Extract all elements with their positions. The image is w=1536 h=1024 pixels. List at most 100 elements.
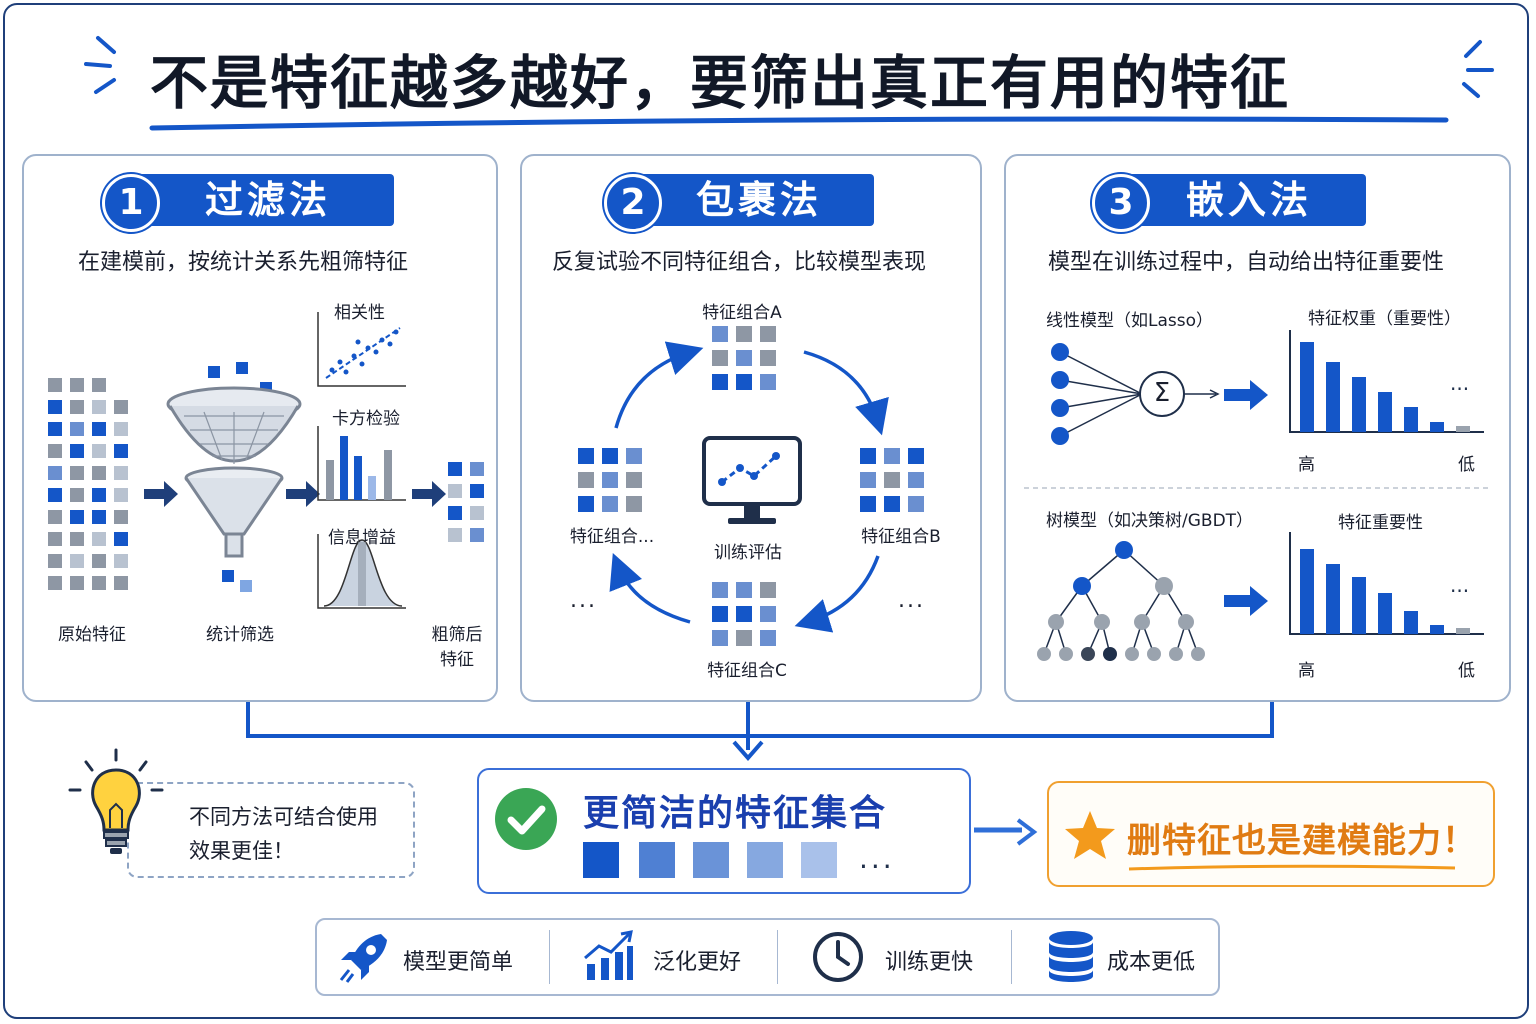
scatter-mini-chart — [317, 312, 406, 387]
high-label: 高 — [1298, 455, 1315, 475]
feature-square — [602, 448, 618, 464]
feature-square — [712, 606, 728, 622]
feature-square — [760, 350, 776, 366]
feature-square — [92, 466, 106, 480]
feature-square — [70, 554, 84, 568]
stat-correlation-label: 相关性 — [334, 303, 385, 323]
feature-square — [470, 462, 484, 476]
clock-icon — [813, 932, 863, 982]
feature-square — [908, 496, 924, 512]
outer-frame — [3, 3, 1529, 1019]
benefits-bar: 模型更简单 泛化更好 训练更快 成本更低 — [315, 918, 1220, 996]
feature-square — [470, 506, 484, 520]
benefit-simpler: 模型更简单 — [337, 920, 547, 994]
feature-square — [736, 374, 752, 390]
separator — [1011, 930, 1012, 984]
feature-square — [736, 606, 752, 622]
tip-line1: 不同方法可结合使用 — [189, 805, 378, 829]
feature-square — [70, 488, 84, 502]
result-title: 更简洁的特征集合 — [583, 793, 888, 834]
feature-square — [908, 448, 924, 464]
arrow-icon — [1224, 380, 1268, 410]
benefit-generalization: 泛化更好 — [581, 920, 771, 994]
feature-square — [92, 510, 106, 524]
feature-square — [760, 582, 776, 598]
feature-square — [114, 400, 128, 414]
feature-square — [92, 532, 106, 546]
tree-importance-chart[interactable]: ... — [1288, 532, 1488, 646]
stat-chi-square-label: 卡方检验 — [332, 409, 400, 429]
filtered-features-label: 粗筛后 特征 — [422, 620, 492, 670]
distribution-mini-chart — [317, 534, 406, 609]
feature-square — [92, 378, 106, 392]
importance-ellipsis: ... — [1450, 573, 1469, 597]
page-title: 不是特征越多越好，要筛出真正有用的特征 — [150, 49, 1291, 117]
importance-bar — [1378, 392, 1392, 432]
importance-bar — [1326, 362, 1340, 432]
sigma-symbol: Σ — [1153, 378, 1171, 408]
feature-square — [736, 630, 752, 646]
feature-square — [48, 554, 62, 568]
importance-bar — [1300, 549, 1314, 634]
stat-filter-label: 统计筛选 — [206, 625, 274, 645]
importance-ellipsis: ... — [1450, 371, 1469, 395]
feature-square — [712, 350, 728, 366]
feature-square — [470, 484, 484, 498]
arrow-icon — [1224, 586, 1268, 616]
feature-square — [860, 448, 876, 464]
wrapper-method-title: 包裹法 — [644, 174, 874, 226]
feature-square — [92, 554, 106, 568]
panel-wrapper-method: 包裹法 2 反复试验不同特征组合，比较模型表现 特征组合A 特征组合B 特征组合… — [520, 154, 982, 702]
combo-a-label: 特征组合A — [702, 303, 782, 323]
star-icon — [1065, 811, 1115, 859]
filter-method-desc: 在建模前，按统计关系先粗筛特征 — [78, 250, 409, 275]
raw-features-grid — [48, 378, 128, 590]
feature-square — [114, 532, 128, 546]
result-box: 更简洁的特征集合 ... — [477, 768, 971, 894]
feature-square — [48, 466, 62, 480]
wrapper-method-desc: 反复试验不同特征组合，比较模型表现 — [552, 250, 927, 275]
feature-square — [48, 400, 62, 414]
feature-square — [578, 472, 594, 488]
feature-square — [114, 422, 128, 436]
feature-square — [92, 444, 106, 458]
feature-square — [448, 528, 462, 542]
tip-line2: 效果更佳！ — [189, 839, 294, 863]
feature-square — [70, 422, 84, 436]
benefit-generalization-label: 泛化更好 — [653, 950, 742, 975]
combo-c-label: 特征组合C — [707, 661, 787, 681]
panel-embedded-method: 嵌入法 3 模型在训练过程中，自动给出特征重要性 线性模型（如Lasso） 特征… — [1004, 154, 1511, 702]
raw-features-label: 原始特征 — [58, 625, 126, 645]
benefit-cheaper: 成本更低 — [1045, 920, 1215, 994]
ellipsis-right: ... — [898, 588, 925, 613]
divider — [1024, 487, 1490, 489]
combo-etc-label: 特征组合... — [569, 527, 655, 547]
title-decor — [84, 36, 1494, 131]
arrow-icon — [144, 481, 178, 507]
arrow-icon — [974, 818, 1038, 846]
benefit-simpler-label: 模型更简单 — [403, 950, 514, 975]
feature-square — [70, 532, 84, 546]
importance-bar — [1404, 611, 1418, 634]
importance-bar — [1430, 422, 1444, 432]
feature-square — [884, 472, 900, 488]
feature-square — [602, 496, 618, 512]
tree-model-label: 树模型（如决策树/GBDT） — [1046, 511, 1254, 531]
capability-box: 删特征也是建模能力！ — [1047, 781, 1495, 887]
feature-square — [470, 528, 484, 542]
combo-b-grid — [860, 448, 924, 512]
feature-square — [578, 496, 594, 512]
importance-bar — [1378, 593, 1392, 634]
importance-bar — [1430, 625, 1444, 634]
linear-weights-chart[interactable]: ... — [1288, 330, 1488, 444]
feature-square — [602, 472, 618, 488]
feature-square — [92, 400, 106, 414]
stat-info-gain-label: 信息增益 — [328, 528, 396, 548]
capability-underline — [1128, 864, 1456, 871]
filtered-features-label-line1: 粗筛后 — [431, 625, 483, 645]
feature-square — [712, 326, 728, 342]
linear-weights-label: 特征权重（重要性） — [1308, 309, 1461, 329]
tip-text: 不同方法可结合使用 效果更佳！ — [189, 800, 378, 868]
importance-bar — [1352, 577, 1366, 634]
panel-filter-method: 过滤法 1 在建模前，按统计关系先粗筛特征 相关性 卡方检验 信息增益 — [22, 154, 498, 702]
